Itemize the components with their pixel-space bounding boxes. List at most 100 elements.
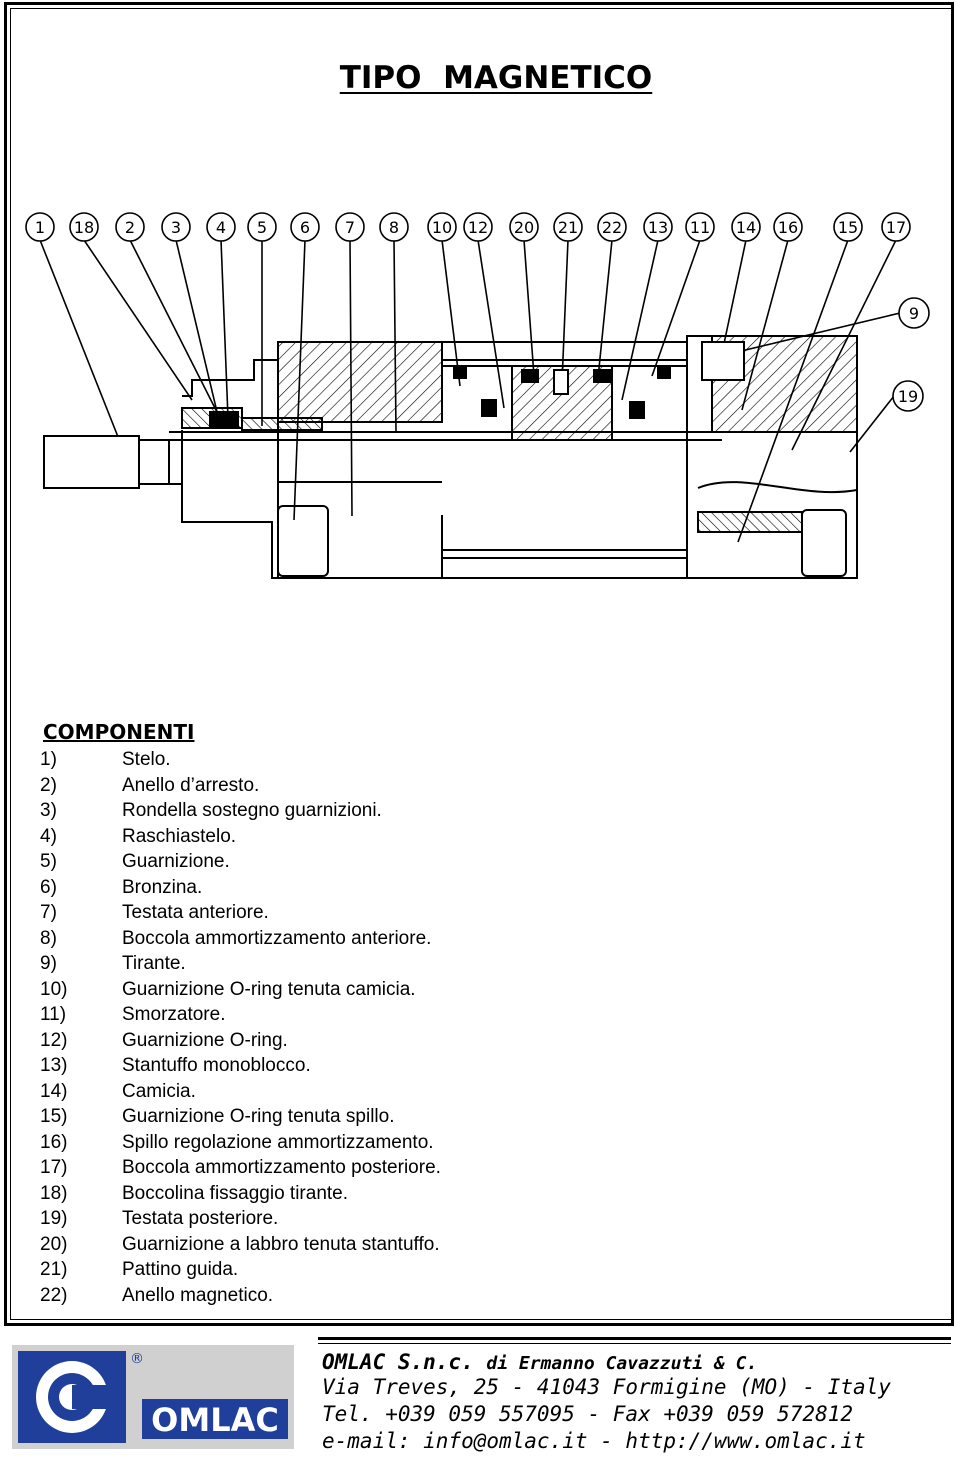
callout-number: 13 bbox=[648, 218, 668, 237]
callout-leader bbox=[523, 239, 535, 377]
component-item: 16) Spillo regolazione ammortizzamento. bbox=[40, 1130, 640, 1156]
component-label: Smorzatore. bbox=[122, 1004, 226, 1025]
component-number: 12) bbox=[40, 1029, 68, 1051]
callout-circle bbox=[833, 212, 863, 242]
callout-number: 1 bbox=[35, 218, 45, 237]
component-label: Rondella sostegno guarnizioni. bbox=[122, 800, 382, 821]
callout-number: 9 bbox=[909, 304, 919, 323]
component-label: Bronzina. bbox=[122, 876, 203, 898]
callout-number: 2 bbox=[125, 218, 135, 237]
component-label: Guarnizione. bbox=[122, 851, 230, 872]
callout-leader bbox=[39, 239, 125, 453]
company-name-sub: di Ermanno Cavazzuti & C. bbox=[486, 1353, 758, 1374]
company-name-main: OMLAC S.n.c. bbox=[322, 1350, 474, 1374]
callout-leader bbox=[441, 239, 461, 387]
component-number: 13) bbox=[40, 1055, 68, 1076]
component-number: 4) bbox=[40, 825, 57, 847]
component-number: 8) bbox=[40, 927, 57, 949]
callout-circle bbox=[290, 212, 320, 242]
callout-circle bbox=[247, 212, 277, 242]
callout-leader bbox=[621, 239, 659, 401]
company-name: OMLAC S.n.c. di Ermanno Cavazzuti & C. bbox=[322, 1350, 757, 1374]
component-label: Boccola ammortizzamento anteriore. bbox=[122, 927, 432, 949]
callout-circle bbox=[161, 212, 191, 242]
page-title: TIPO MAGNETICO bbox=[339, 60, 653, 96]
callout-circle bbox=[335, 212, 365, 242]
component-label: Guarnizione O-ring tenuta spillo. bbox=[122, 1106, 395, 1127]
callout-circle bbox=[206, 212, 236, 242]
callout-number: 14 bbox=[736, 218, 756, 237]
component-number: 18) bbox=[40, 1182, 68, 1204]
component-number: 6) bbox=[40, 876, 57, 898]
component-number: 5) bbox=[40, 851, 57, 872]
component-label: Anello d’arresto. bbox=[122, 774, 260, 796]
callout-circle bbox=[643, 212, 673, 242]
callout-number: 22 bbox=[602, 218, 622, 237]
callout-leader bbox=[651, 239, 701, 377]
callout-number: 18 bbox=[74, 218, 94, 237]
component-item: 18)Boccolina fissaggio tirante. bbox=[40, 1181, 640, 1207]
callout-leader bbox=[175, 239, 219, 417]
callout-leader bbox=[129, 239, 223, 423]
callout-leader bbox=[561, 239, 569, 383]
component-label: Tirante. bbox=[122, 953, 186, 974]
component-number: 10) bbox=[40, 978, 68, 1000]
callout-circle bbox=[427, 212, 457, 242]
callout-number: 6 bbox=[300, 218, 310, 237]
cylinder-body bbox=[43, 335, 858, 579]
component-item: 13)Stantuffo monoblocco. bbox=[40, 1053, 640, 1079]
components-list: 1)Stelo.2)Anello d’arresto.3)Rondella so… bbox=[40, 747, 640, 1308]
component-item: 6) Bronzina. bbox=[40, 875, 640, 901]
callout-number: 12 bbox=[468, 218, 488, 237]
callout-number: 4 bbox=[216, 218, 226, 237]
logo-text: OMLAC bbox=[151, 1401, 279, 1439]
component-item: 11)Smorzatore. bbox=[40, 1002, 640, 1028]
callout-number: 21 bbox=[558, 218, 578, 237]
component-item: 2)Anello d’arresto. bbox=[40, 773, 640, 799]
registered-mark: ® bbox=[130, 1351, 144, 1367]
component-item: 3) Rondella sostegno guarnizioni. bbox=[40, 798, 640, 824]
omlac-logo: OMLAC ® bbox=[12, 1345, 294, 1449]
callout-leader bbox=[597, 239, 613, 379]
callout-number: 11 bbox=[690, 218, 710, 237]
component-item: 12)Guarnizione O-ring. bbox=[40, 1028, 640, 1054]
component-number: 14) bbox=[40, 1080, 68, 1102]
company-contact[interactable]: e-mail: info@omlac.it - http://www.omlac… bbox=[322, 1429, 866, 1453]
component-number: 7) bbox=[40, 902, 57, 923]
component-item: 22)Anello magnetico. bbox=[40, 1283, 640, 1309]
callout-circle bbox=[597, 212, 627, 242]
component-label: Testata anteriore. bbox=[122, 902, 269, 923]
callout-number: 7 bbox=[345, 218, 355, 237]
component-number: 19) bbox=[40, 1208, 68, 1229]
component-item: 14) Camicia. bbox=[40, 1079, 640, 1105]
component-item: 9) Tirante. bbox=[40, 951, 640, 977]
page-frame bbox=[4, 2, 954, 1326]
callout-number: 15 bbox=[838, 218, 858, 237]
callout-circle bbox=[115, 212, 145, 242]
callout-number: 5 bbox=[257, 218, 267, 237]
component-number: 9) bbox=[40, 953, 57, 974]
component-label: Camicia. bbox=[122, 1080, 196, 1102]
component-label: Guarnizione O-ring tenuta camicia. bbox=[122, 978, 416, 1000]
component-label: Boccola ammortizzamento posteriore. bbox=[122, 1157, 441, 1178]
callout-circle bbox=[463, 212, 493, 242]
component-label: Pattino guida. bbox=[122, 1259, 239, 1280]
component-number: 15) bbox=[40, 1106, 68, 1127]
callout-circle bbox=[379, 212, 409, 242]
callout-circle bbox=[881, 212, 911, 242]
callout-circle bbox=[553, 212, 583, 242]
component-number: 21) bbox=[40, 1259, 68, 1280]
callout-number: 8 bbox=[389, 218, 399, 237]
component-number: 22) bbox=[40, 1284, 68, 1306]
component-label: Spillo regolazione ammortizzamento. bbox=[122, 1131, 434, 1153]
component-number: 16) bbox=[40, 1131, 68, 1153]
component-number: 20) bbox=[40, 1233, 68, 1255]
component-number: 3) bbox=[40, 800, 57, 821]
callout-leader bbox=[83, 239, 193, 401]
callout-number: 17 bbox=[886, 218, 906, 237]
callout-number: 3 bbox=[171, 218, 181, 237]
component-label: Stelo. bbox=[122, 749, 171, 770]
callout-leader bbox=[220, 239, 229, 419]
company-phone: Tel. +039 059 557095 - Fax +039 059 5728… bbox=[322, 1402, 854, 1426]
